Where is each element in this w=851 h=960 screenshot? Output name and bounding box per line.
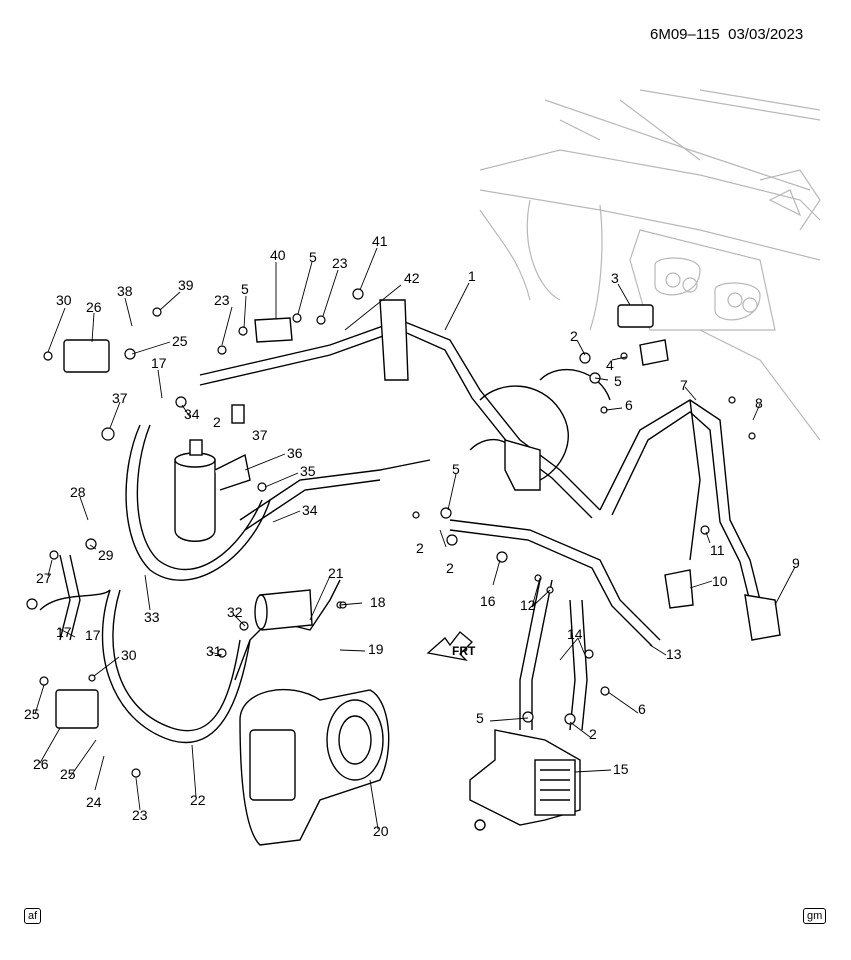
callout-27: 27 xyxy=(36,570,52,586)
callout-9: 9 xyxy=(792,555,800,571)
callout-33: 33 xyxy=(144,609,160,625)
callout-16: 16 xyxy=(480,593,496,609)
callout-2: 2 xyxy=(213,414,221,430)
callout-41: 41 xyxy=(372,233,388,249)
hardware xyxy=(26,288,756,778)
front-arrow-label: FRT xyxy=(452,644,476,658)
components xyxy=(55,299,781,846)
vehicle-body-background xyxy=(479,89,821,441)
callout-29: 29 xyxy=(98,547,114,563)
callout-5: 5 xyxy=(476,710,484,726)
callout-34: 34 xyxy=(302,502,318,518)
compressor xyxy=(239,688,390,846)
refrigerant-hoses xyxy=(39,319,761,744)
af-tag: af xyxy=(24,908,42,924)
callout-18: 18 xyxy=(370,594,386,610)
callout-10: 10 xyxy=(712,573,728,589)
diagram-id: 6M09–115 xyxy=(650,26,720,43)
callout-25: 25 xyxy=(60,766,76,782)
callout-2: 2 xyxy=(589,726,597,742)
callout-38: 38 xyxy=(117,283,133,299)
callout-37: 37 xyxy=(252,427,268,443)
callout-11: 11 xyxy=(710,542,725,558)
callout-12: 12 xyxy=(520,597,536,613)
expansion-valve-connector xyxy=(617,304,654,328)
callout-37: 37 xyxy=(112,390,128,406)
callout-13: 13 xyxy=(666,646,682,662)
condenser xyxy=(469,729,581,831)
callout-14: 14 xyxy=(567,626,583,642)
callout-19: 19 xyxy=(368,641,384,657)
callout-5: 5 xyxy=(614,373,622,389)
callout-4: 4 xyxy=(606,357,614,373)
callout-5: 5 xyxy=(309,249,317,265)
callout-3: 3 xyxy=(611,270,619,286)
gm-logo-tag: gm xyxy=(803,908,827,924)
callout-7: 7 xyxy=(680,377,688,393)
callout-26: 26 xyxy=(33,756,49,772)
callout-39: 39 xyxy=(178,277,194,293)
muffler xyxy=(254,589,313,631)
callout-32: 32 xyxy=(227,604,243,620)
leader-lines xyxy=(34,247,796,830)
callout-31: 31 xyxy=(206,643,222,659)
callout-20: 20 xyxy=(373,823,389,839)
callout-34: 34 xyxy=(184,406,200,422)
callout-30: 30 xyxy=(56,292,72,308)
callout-2: 2 xyxy=(416,540,424,556)
callout-5: 5 xyxy=(452,461,460,477)
callout-23: 23 xyxy=(332,255,348,271)
callout-21: 21 xyxy=(328,565,344,581)
callout-26: 26 xyxy=(86,299,102,315)
diagram-date: 03/03/2023 xyxy=(728,26,804,43)
callout-5: 5 xyxy=(241,281,249,297)
callout-1: 1 xyxy=(468,268,476,284)
callout-17: 17 xyxy=(56,624,72,640)
pressure-sensor-upper xyxy=(63,339,110,373)
callout-28: 28 xyxy=(70,484,86,500)
callout-23: 23 xyxy=(214,292,230,308)
callout-30: 30 xyxy=(121,647,137,663)
callout-2: 2 xyxy=(570,328,578,344)
callout-40: 40 xyxy=(270,247,286,263)
callout-8: 8 xyxy=(755,395,763,411)
callout-25: 25 xyxy=(172,333,188,349)
pressure-sensor-lower xyxy=(55,689,99,729)
callout-36: 36 xyxy=(287,445,303,461)
callout-22: 22 xyxy=(190,792,206,808)
callout-6: 6 xyxy=(638,701,646,717)
receiver-dryer xyxy=(174,439,251,542)
callout-42: 42 xyxy=(404,270,420,286)
callout-2: 2 xyxy=(446,560,454,576)
callout-15: 15 xyxy=(613,761,629,777)
diagram-header: 6M09–115 03/03/2023 xyxy=(650,26,803,43)
callout-25: 25 xyxy=(24,706,40,722)
callout-35: 35 xyxy=(300,463,316,479)
callout-24: 24 xyxy=(86,794,102,810)
callout-17: 17 xyxy=(85,627,101,643)
front-direction-arrow: FRT xyxy=(426,631,476,662)
callout-17: 17 xyxy=(151,355,167,371)
callout-6: 6 xyxy=(625,397,633,413)
callout-23: 23 xyxy=(132,807,148,823)
